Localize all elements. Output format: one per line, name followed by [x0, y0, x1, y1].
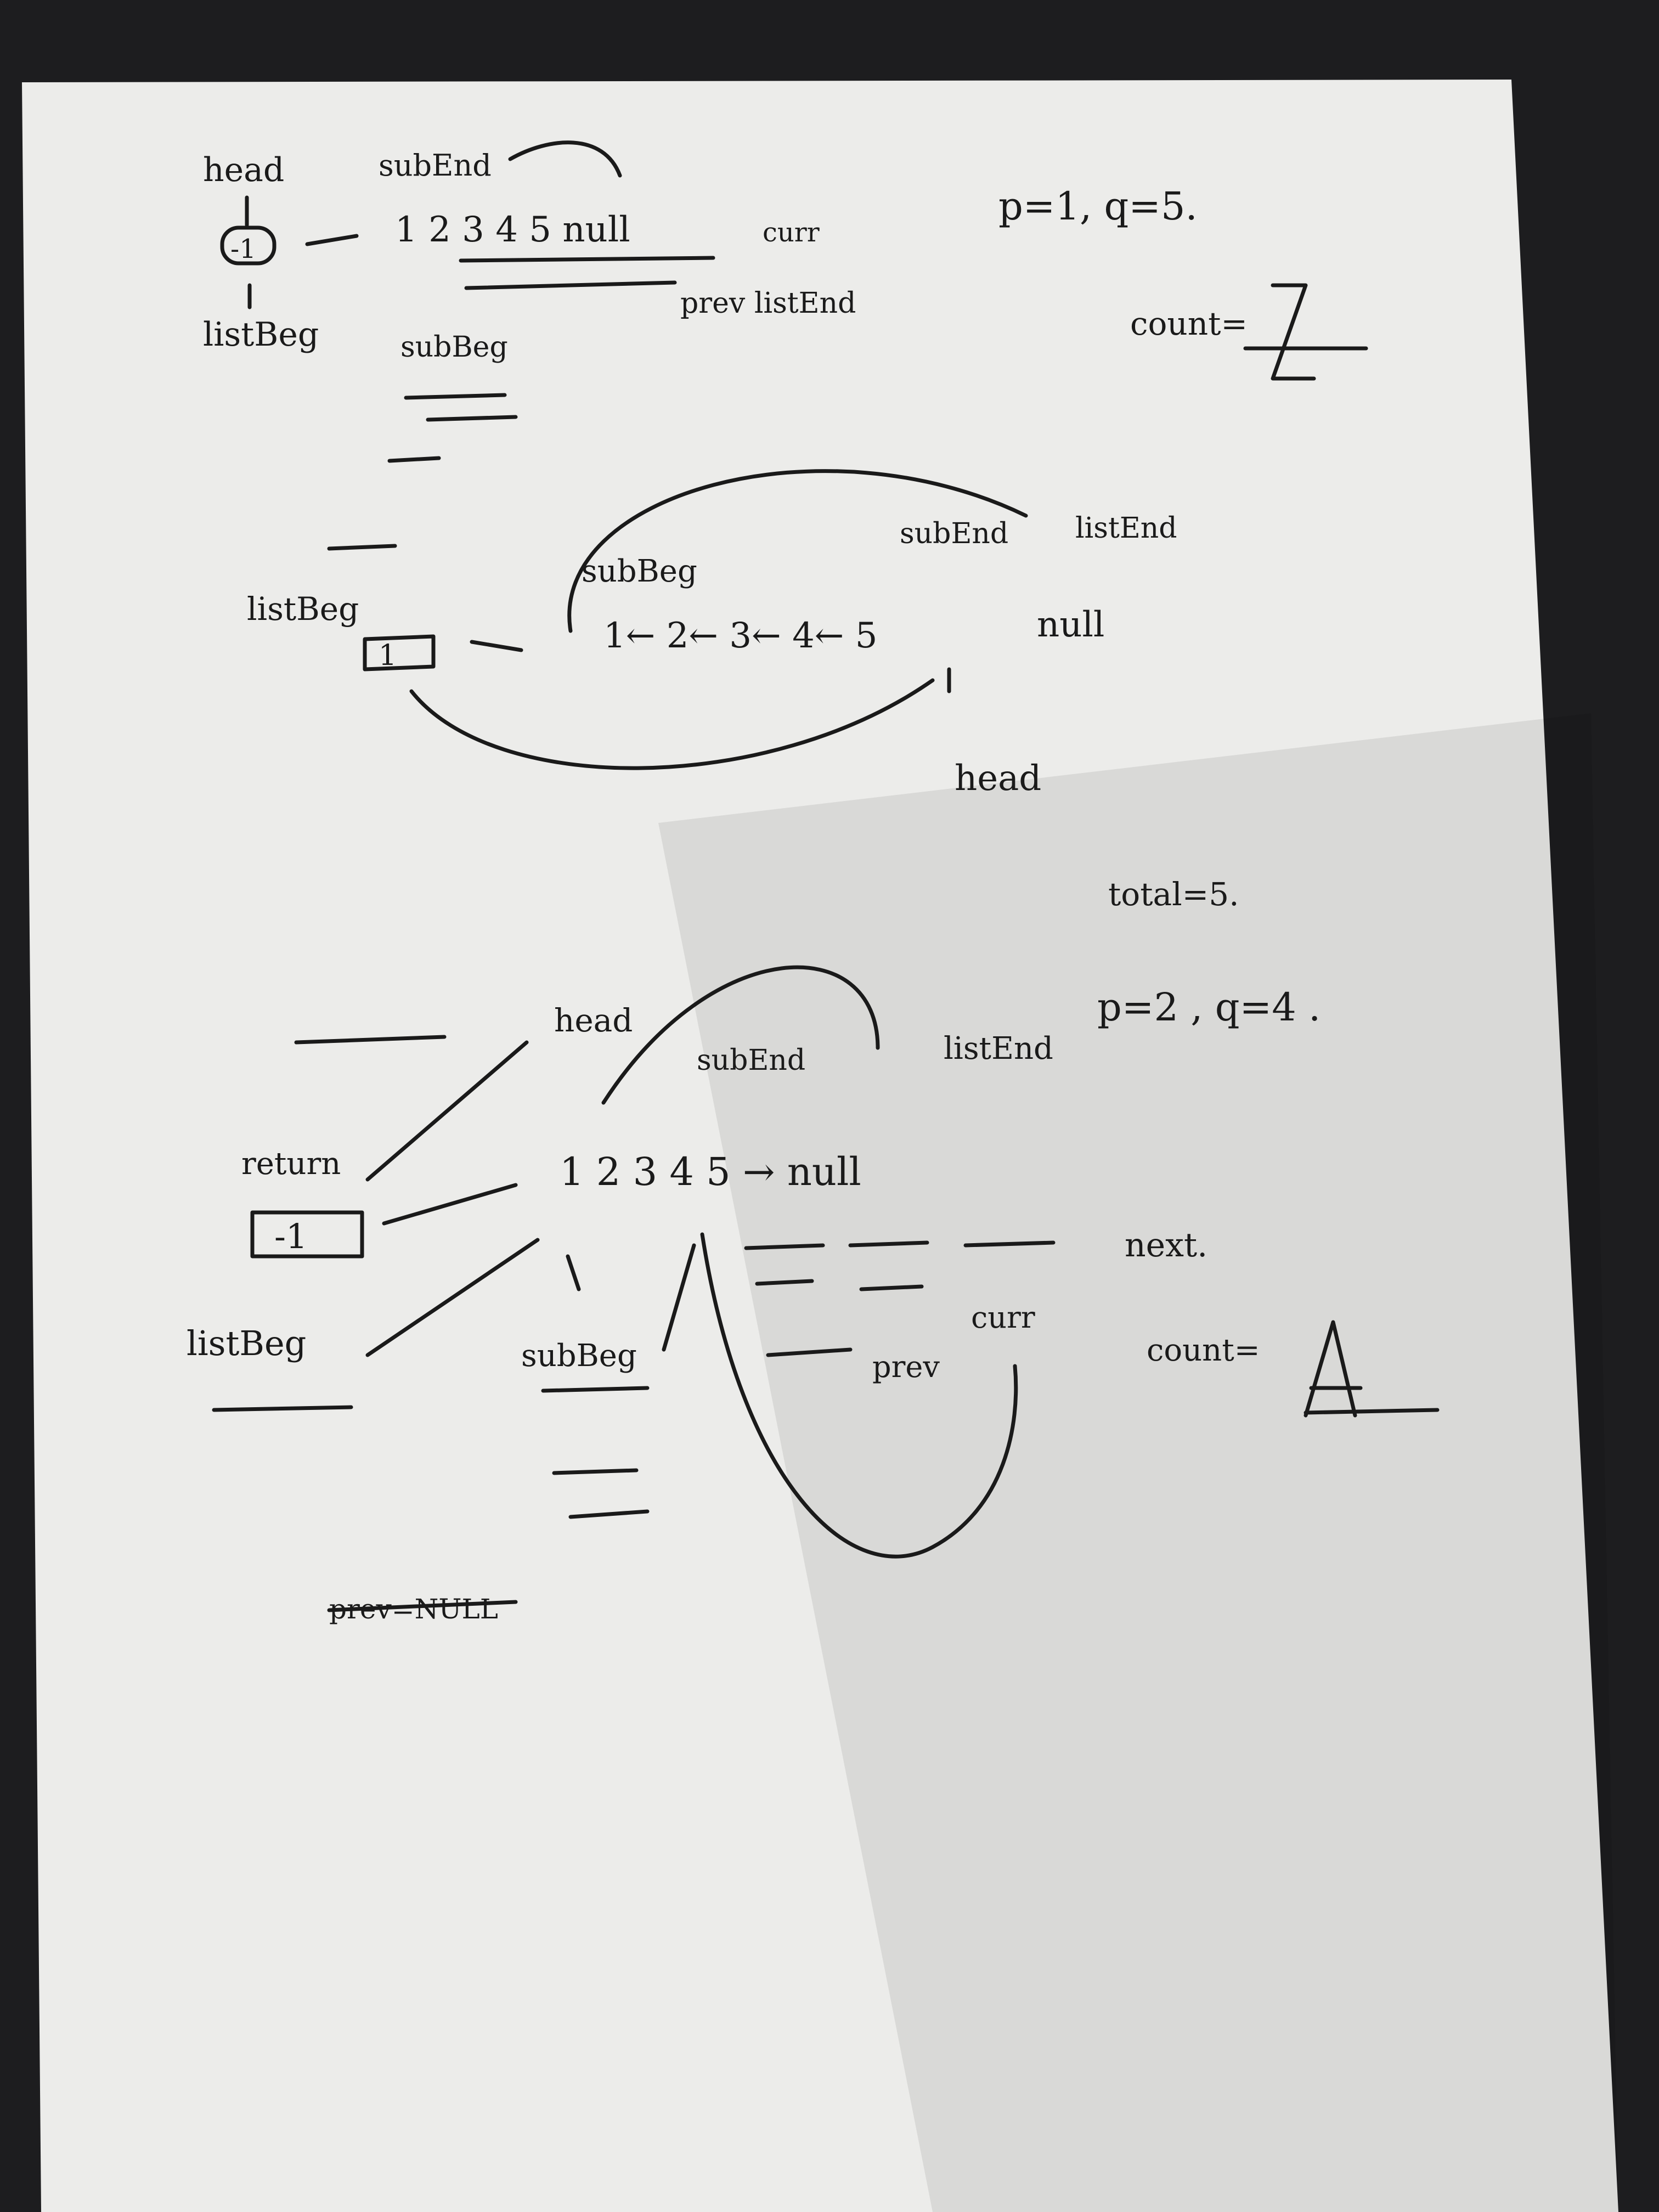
- top-sentinel-box: [220, 225, 276, 266]
- top-chain: 1 2 3 4 5 null: [395, 210, 630, 250]
- curved-arrow-icon: [567, 469, 1028, 633]
- bottom-head-label: head: [554, 1002, 633, 1039]
- strikethrough: [848, 1240, 929, 1248]
- strikethrough: [459, 256, 715, 263]
- top-head-label: head: [203, 151, 284, 189]
- bottom-diagram: head subEnd listEnd p=2 , q=4 . return -…: [187, 965, 1440, 1625]
- middle-listend-label: listEnd: [1075, 512, 1177, 545]
- strikethrough: [404, 393, 507, 400]
- bottom-params: p=2 , q=4 .: [1097, 985, 1321, 1030]
- underline: [212, 1405, 353, 1412]
- bottom-sentinel-box: [250, 1210, 364, 1259]
- top-params: p=1, q=5.: [998, 184, 1198, 229]
- top-count-label: count=: [1130, 305, 1248, 342]
- strikethrough: [963, 1240, 1056, 1248]
- total-label: total=5.: [1108, 876, 1239, 913]
- curved-arrow-icon: [700, 1232, 1018, 1559]
- paper-sheet: [22, 80, 1618, 2212]
- middle-sentinel-value: 1: [379, 639, 397, 672]
- bottom-next-label: next.: [1125, 1226, 1207, 1265]
- top-diagram: head -1 listBeg subEnd 1 2 3 4 5 null cu…: [203, 140, 1368, 463]
- top-listbeg-label: listBeg: [203, 315, 319, 354]
- strikethrough: [327, 544, 397, 551]
- strikethrough: [552, 1468, 639, 1475]
- bottom-chain: 1 2 3 4 5 → null: [560, 1149, 861, 1194]
- middle-listbeg-label: listBeg: [247, 590, 359, 628]
- crossed-number-icon: [1271, 283, 1316, 381]
- arrow-right-icon: [470, 640, 523, 652]
- strikethrough: [426, 415, 518, 422]
- curved-arrow-icon: [601, 965, 880, 1105]
- middle-subbeg-label: subBeg: [582, 554, 697, 589]
- strikethrough: [464, 280, 677, 290]
- top-subbeg-label: subBeg: [400, 331, 508, 364]
- strikethrough: [294, 1035, 447, 1045]
- bottom-subbeg-label: subBeg: [521, 1338, 637, 1374]
- middle-diagram: listBeg 1 subBeg subEnd listEnd 1← 2← 3←…: [247, 469, 1177, 799]
- arrow-icon: [365, 1238, 540, 1357]
- top-prev-listend: prev listEnd: [680, 287, 856, 320]
- bottom-listend-label: listEnd: [944, 1031, 1053, 1066]
- paper-shadow: [658, 713, 1618, 2212]
- top-subend-label: subEnd: [379, 148, 492, 183]
- top-curr-label: curr: [763, 217, 820, 248]
- bottom-sentinel-value: -1: [274, 1216, 307, 1256]
- strikethrough: [568, 1509, 650, 1519]
- curved-arrow-icon: [409, 678, 935, 770]
- strikethrough: [744, 1243, 825, 1250]
- strikethrough: [766, 1347, 853, 1357]
- bottom-subend-label: subEnd: [697, 1044, 805, 1077]
- crossed-mark-icon: [566, 1254, 581, 1291]
- middle-chain: 1← 2← 3← 4← 5: [603, 616, 877, 656]
- strikethrough: [387, 456, 441, 463]
- strikethrough: [859, 1284, 924, 1291]
- middle-null: null: [1037, 605, 1104, 645]
- middle-head-label: head: [955, 758, 1041, 799]
- bottom-count-label: count=: [1147, 1333, 1260, 1368]
- middle-sentinel-box: [363, 634, 436, 672]
- strikethrough: [755, 1279, 814, 1286]
- underline: [541, 1386, 650, 1393]
- arrow-right-icon: [305, 234, 359, 246]
- arrow-up-icon: [662, 1243, 696, 1352]
- underline: [1304, 1408, 1440, 1415]
- bottom-prev-label: prev: [872, 1350, 940, 1384]
- top-sentinel-value: -1: [230, 234, 256, 264]
- bottom-curr-label: curr: [971, 1300, 1035, 1335]
- bottom-listbeg-label: listBeg: [187, 1323, 306, 1363]
- strikethrough: [327, 1600, 518, 1612]
- arrow-icon: [365, 1040, 529, 1182]
- crossed-number-icon: [1304, 1320, 1363, 1418]
- bottom-return-label: return: [241, 1146, 341, 1182]
- curved-arrow-icon: [508, 140, 622, 178]
- arrow-right-icon: [382, 1183, 518, 1226]
- middle-subend-label: subEnd: [900, 517, 1008, 550]
